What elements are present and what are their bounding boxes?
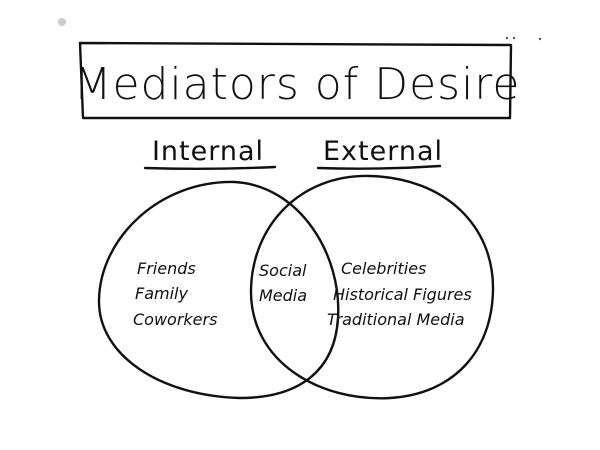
internal-item: Friends — [137, 259, 196, 278]
diagram-title: Mediators of Desire — [73, 59, 520, 110]
corner-dot — [58, 18, 66, 26]
overlap-item: Social — [259, 261, 307, 280]
external-item: Celebrities — [341, 259, 426, 278]
external-heading: External — [323, 136, 443, 167]
ink-speck — [538, 37, 542, 41]
internal-underline — [143, 165, 277, 170]
external-circle — [249, 174, 495, 400]
ink-speck — [505, 36, 509, 40]
external-underline — [316, 164, 442, 170]
internal-heading: Internal — [152, 136, 264, 167]
external-item: Historical Figures — [333, 285, 472, 304]
ink-speck — [512, 36, 516, 40]
overlap-list: Social Media — [259, 261, 307, 305]
internal-circle — [97, 180, 340, 400]
external-item: Traditional Media — [327, 310, 465, 329]
external-list: Celebrities Historical Figures Tradition… — [327, 259, 472, 329]
overlap-item: Media — [259, 286, 307, 305]
internal-item: Coworkers — [133, 310, 217, 329]
internal-list: Friends Family Coworkers — [133, 259, 217, 329]
internal-item: Family — [135, 284, 188, 303]
title-box — [78, 41, 513, 120]
